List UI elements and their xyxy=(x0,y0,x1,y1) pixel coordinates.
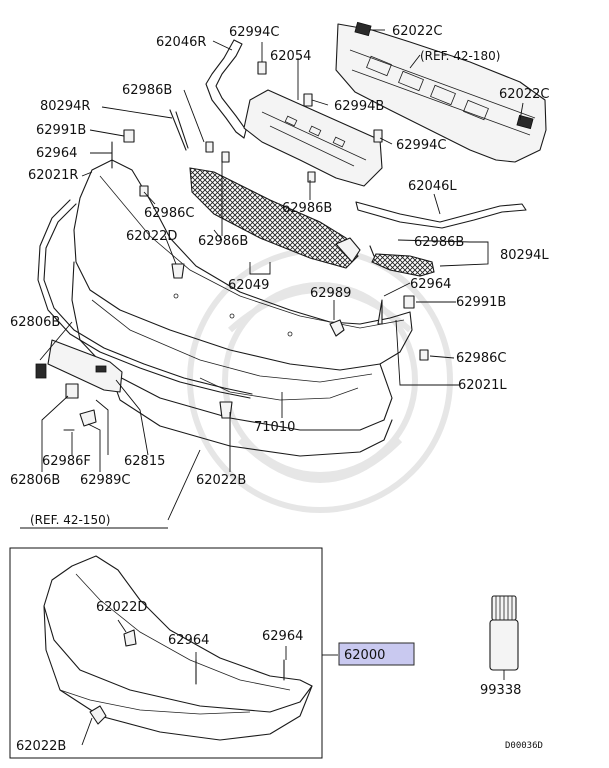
label-99338: 99338 xyxy=(480,683,521,698)
label-62989C: 62989C xyxy=(80,473,130,488)
label-62986C-right: 62986C xyxy=(456,351,506,366)
label-62046L: 62046L xyxy=(408,179,457,194)
label-62986B-a: 62986B xyxy=(122,83,172,98)
label-62022D-top: 62022D xyxy=(126,229,177,244)
diagram-code: D00036D xyxy=(505,741,543,751)
label-62022B-mid: 62022B xyxy=(196,473,246,488)
label-62986B-b: 62986B xyxy=(282,201,332,216)
label-62054: 62054 xyxy=(270,49,311,64)
label-62986B-c: 62986B xyxy=(198,234,248,249)
molding-strip-62021R xyxy=(37,199,253,399)
leader-lines xyxy=(20,29,524,529)
label-62989: 62989 xyxy=(310,286,351,301)
label-80294L: 80294L xyxy=(500,248,549,263)
label-62964-inset-a: 62964 xyxy=(168,633,209,648)
label-62994C-mid: 62994C xyxy=(396,138,446,153)
side-grille-80294L xyxy=(371,253,435,277)
label-62022D-inset: 62022D xyxy=(96,600,147,615)
label-62986F: 62986F xyxy=(42,454,91,469)
license-bracket-62815 xyxy=(47,339,123,393)
label-62991B-left: 62991B xyxy=(36,123,86,138)
side-bracket-right-62046R xyxy=(205,39,247,139)
label-62021R: 62021R xyxy=(28,168,78,183)
label-71010: 71010 xyxy=(254,420,295,435)
label-62806B-top: 62806B xyxy=(10,315,60,330)
label-62964-right: 62964 xyxy=(410,277,451,292)
label-62986B-d: 62986B xyxy=(414,235,464,250)
label-62022B-inset: 62022B xyxy=(16,739,66,754)
part-62000-highlight[interactable] xyxy=(338,642,415,666)
label-62806B-bottom: 62806B xyxy=(10,473,60,488)
grille-mesh-62049 xyxy=(189,167,361,269)
label-62986C-left: 62986C xyxy=(144,206,194,221)
label-62049: 62049 xyxy=(228,278,269,293)
label-62994C-top: 62994C xyxy=(229,25,279,40)
upper-panel-62054 xyxy=(243,89,383,187)
label-62964-left: 62964 xyxy=(36,146,77,161)
label-ref-42-150: (REF. 42-150) xyxy=(30,513,110,527)
label-62022C-right: 62022C xyxy=(499,87,549,102)
label-80294R: 80294R xyxy=(40,99,90,114)
label-62991B-right: 62991B xyxy=(456,295,506,310)
touch-up-paint-bottle-99338 xyxy=(489,595,519,680)
fasteners xyxy=(35,61,429,431)
assembly-inset-box xyxy=(9,547,338,759)
side-bracket-left-62046L xyxy=(355,201,527,229)
label-62964-inset-b: 62964 xyxy=(262,629,303,644)
label-62022C-top: 62022C xyxy=(392,24,442,39)
label-62000[interactable]: 62000 xyxy=(344,648,385,663)
label-ref-42-180: (REF. 42-180) xyxy=(420,49,500,63)
bumper-reinforcement xyxy=(335,21,547,163)
label-62994B: 62994B xyxy=(334,99,384,114)
label-62021L: 62021L xyxy=(458,378,507,393)
label-62815: 62815 xyxy=(124,454,165,469)
label-62046R: 62046R xyxy=(156,35,206,50)
